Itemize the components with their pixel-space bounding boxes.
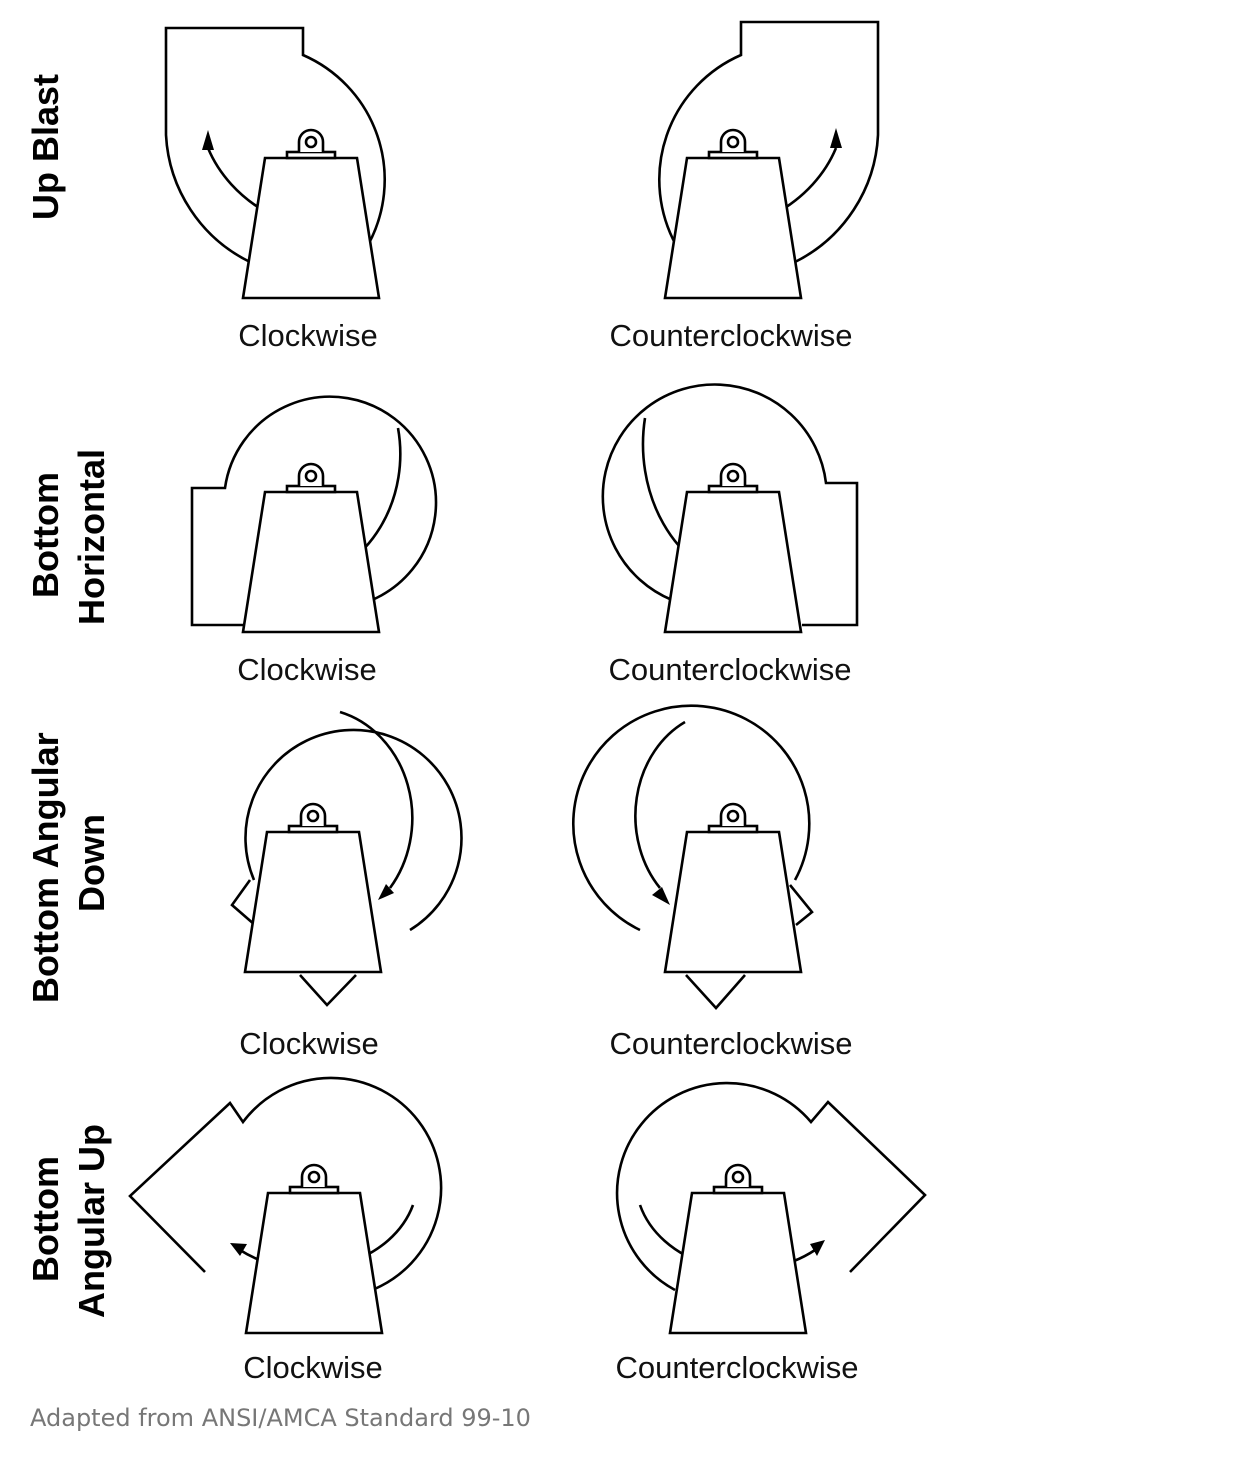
caption-up-blast-counterclockwise: Counterclockwise (610, 318, 853, 353)
caption-bottom-horizontal-clockwise: Clockwise (237, 652, 377, 687)
row-label-up-blast: Up Blast (25, 74, 66, 220)
fan-bottom-angular-up-clockwise (128, 1076, 443, 1335)
row-label-bottom-angular-up-line1: Bottom (25, 1156, 66, 1282)
fan-bottom-angular-up-counterclockwise (615, 1081, 927, 1335)
row-label-bottom-angular-down-line2: Down (71, 814, 112, 912)
row-label-bottom-angular-up-line2: Angular Up (71, 1124, 112, 1318)
caption-up-blast-clockwise: Clockwise (238, 318, 378, 353)
source-note: Adapted from ANSI/AMCA Standard 99-10 (30, 1404, 531, 1432)
row-label-bottom-horizontal-line1: Bottom (25, 472, 66, 598)
fan-up-blast-clockwise (164, 26, 386, 300)
fan-bottom-horizontal-counterclockwise (601, 383, 859, 634)
fan-bottom-angular-down-clockwise (230, 710, 463, 1007)
fan-bottom-horizontal-clockwise (190, 395, 438, 634)
fan-up-blast-counterclockwise (658, 20, 880, 300)
caption-bottom-angular-up-counterclockwise: Counterclockwise (616, 1350, 859, 1385)
caption-bottom-angular-up-clockwise: Clockwise (243, 1350, 383, 1385)
caption-bottom-angular-down-clockwise: Clockwise (239, 1026, 379, 1061)
caption-bottom-angular-down-counterclockwise: Counterclockwise (610, 1026, 853, 1061)
caption-bottom-horizontal-counterclockwise: Counterclockwise (609, 652, 852, 687)
row-label-bottom-angular-down-line1: Bottom Angular (25, 732, 66, 1003)
row-label-bottom-horizontal-line2: Horizontal (71, 449, 112, 625)
fan-bottom-angular-down-counterclockwise (571, 704, 814, 1010)
